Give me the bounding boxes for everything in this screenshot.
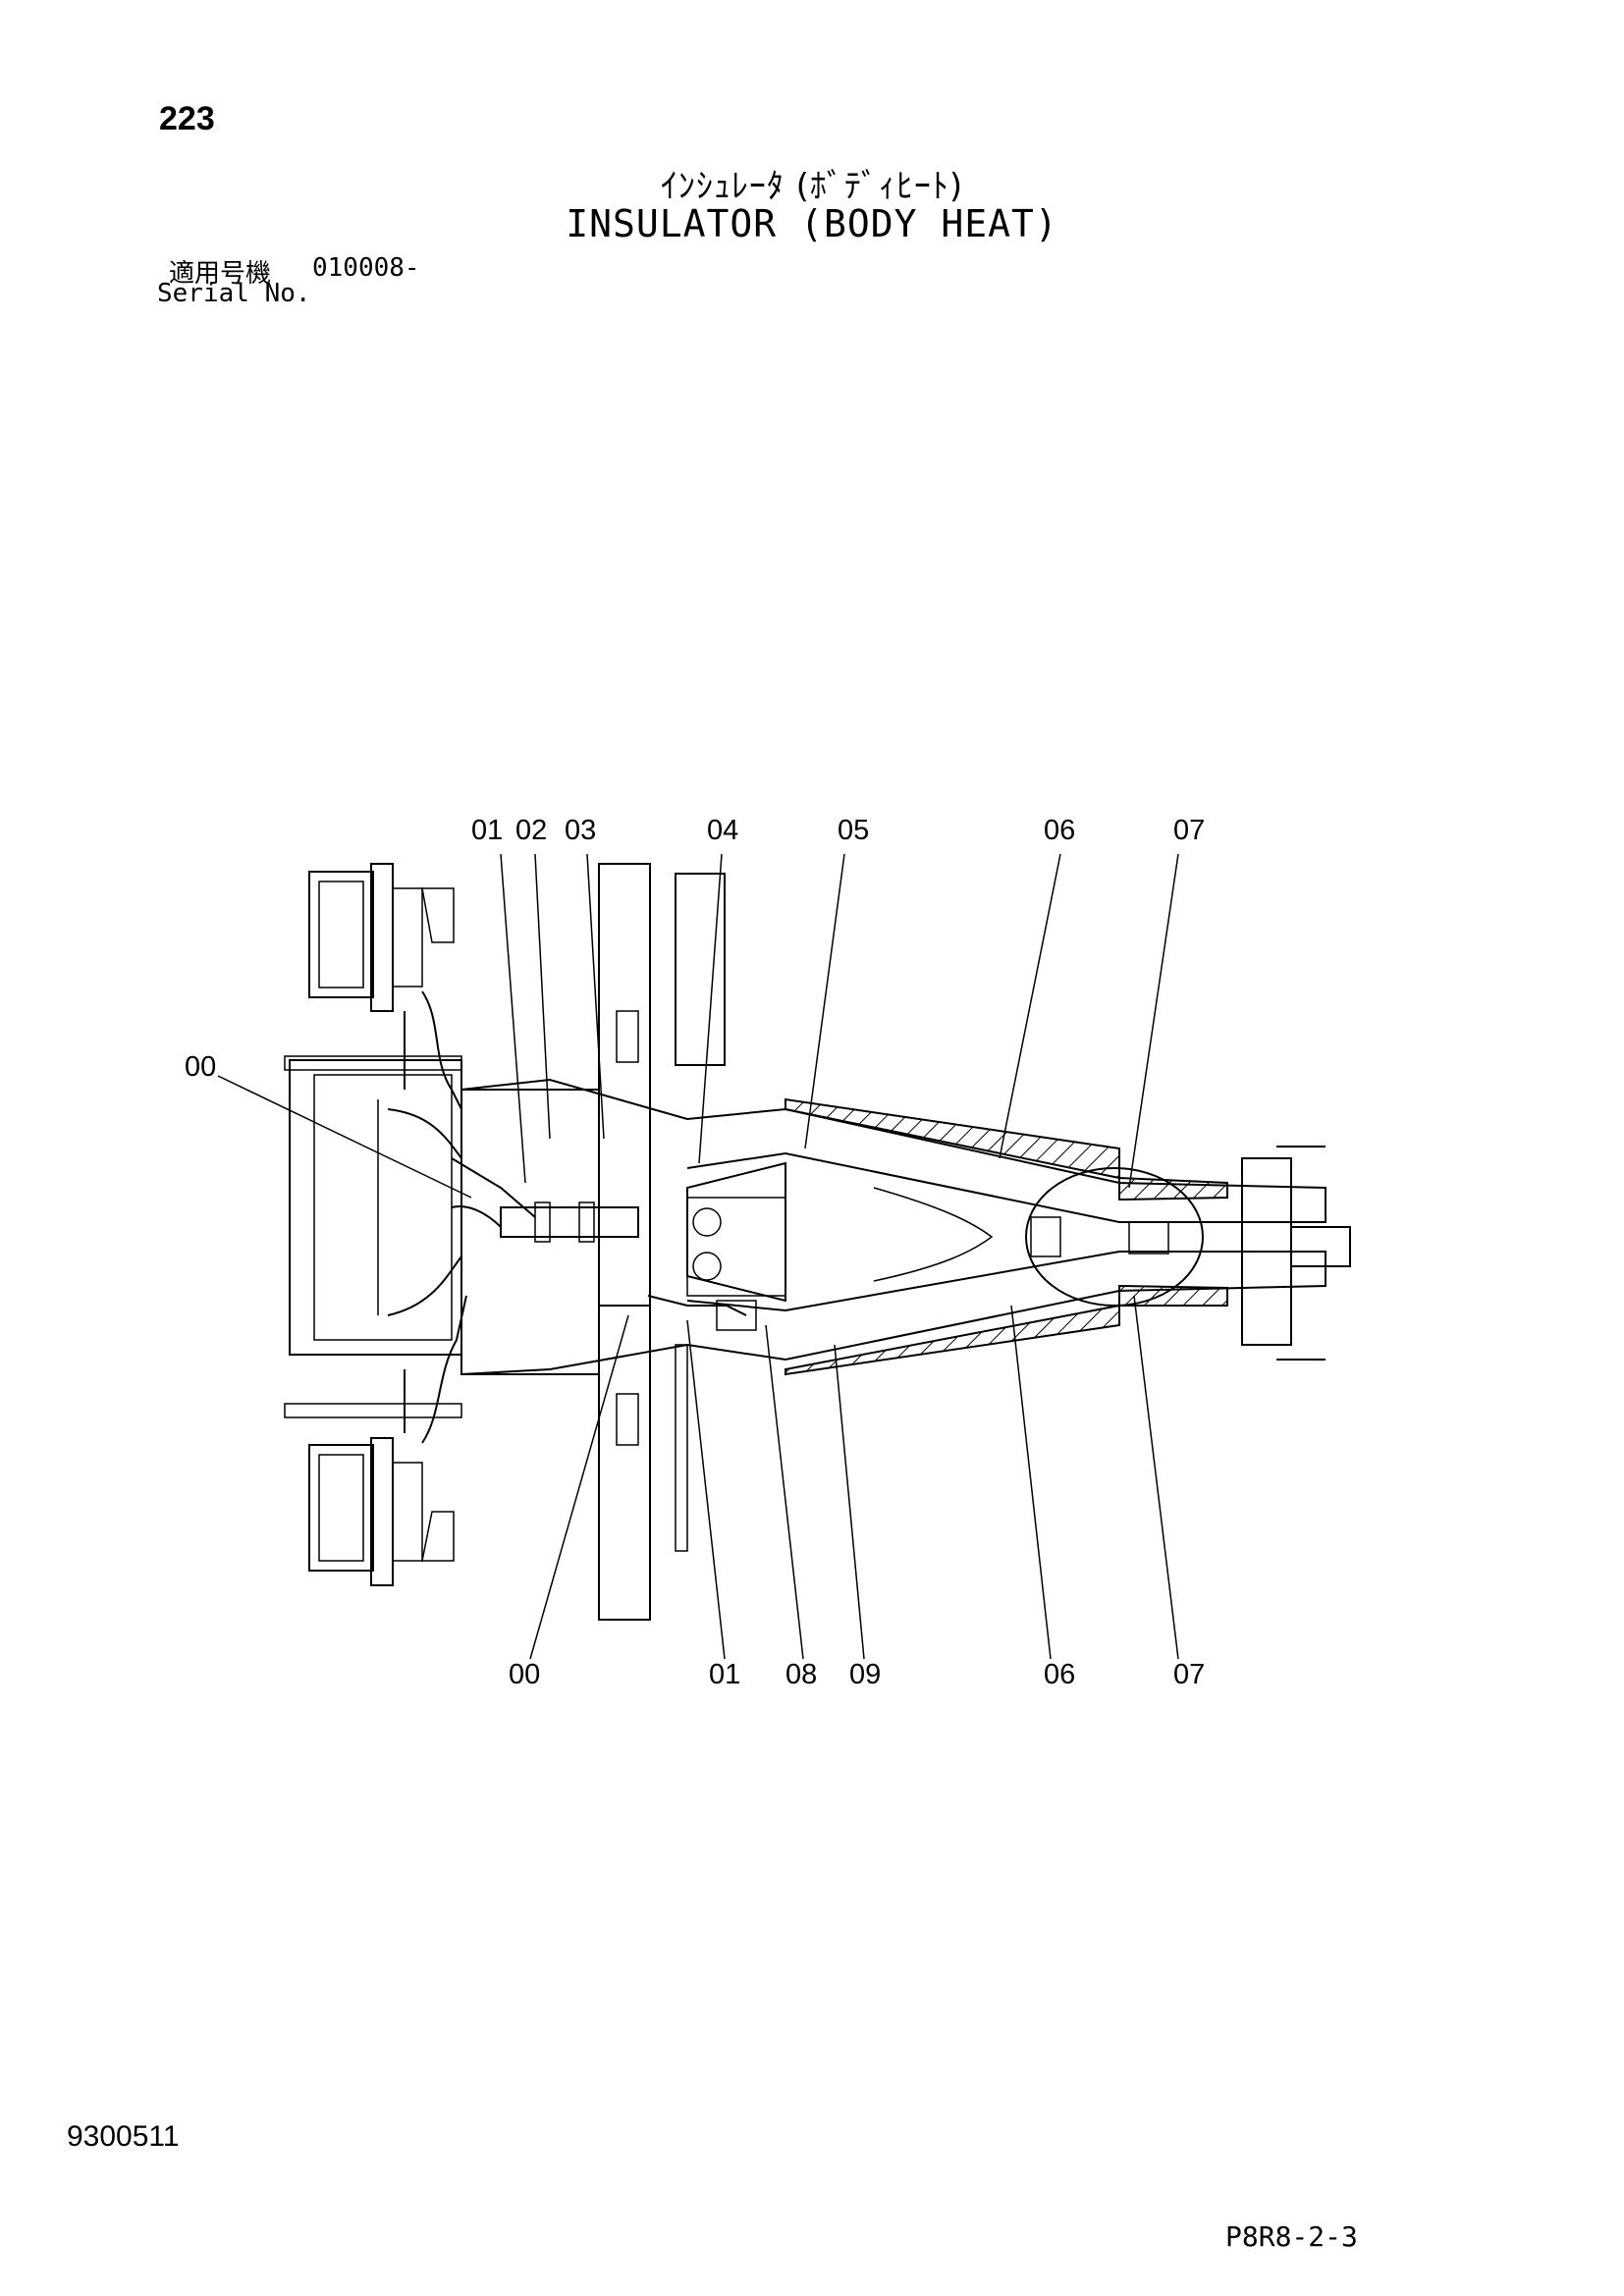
callout-06-top: 06 (1044, 815, 1075, 846)
figure-code: P8R8-2-3 (1225, 2220, 1358, 2253)
leader-lines (217, 853, 1179, 1660)
front-linkage (1241, 1146, 1351, 1361)
callout-02-top: 02 (515, 815, 547, 846)
callout-05-top: 05 (838, 815, 869, 846)
callout-07-top: 07 (1173, 815, 1205, 846)
serial-label: Serial No. (157, 279, 311, 308)
callout-06-bottom: 06 (1044, 1659, 1075, 1690)
callout-01-bottom: 01 (709, 1659, 740, 1690)
page-title-japanese: ｲﾝｼｭﾚｰﾀ (ﾎﾞﾃﾞｨﾋｰﾄ) (660, 167, 964, 206)
callout-00-bottom: 00 (509, 1659, 540, 1690)
callout-09-bottom: 09 (849, 1659, 881, 1690)
pipes (451, 1157, 786, 1331)
rear-frame (284, 1055, 462, 1418)
callout-04-top: 04 (707, 815, 738, 846)
callouts-top: 01 02 03 04 05 06 07 (471, 815, 1205, 846)
document-number: 9300511 (67, 2120, 180, 2153)
page-number: 223 (159, 100, 215, 137)
callout-00-left: 00 (185, 1051, 216, 1083)
serial-label-japanese: 適用号機 (169, 259, 272, 289)
lower-left-assembly (308, 1295, 467, 1586)
upper-left-assembly (308, 863, 462, 1110)
callout-07-bottom: 07 (1173, 1659, 1205, 1690)
boom-arms (460, 1078, 1326, 1376)
serial-number-value: 010008- (312, 253, 420, 283)
callouts-bottom: 00 01 08 09 06 07 (509, 1659, 1205, 1690)
page-title: INSULATOR (BODY HEAT) (566, 202, 1058, 245)
callout-03-top: 03 (565, 815, 596, 846)
callout-01-top: 01 (471, 815, 503, 846)
callout-08-bottom: 08 (785, 1659, 817, 1690)
